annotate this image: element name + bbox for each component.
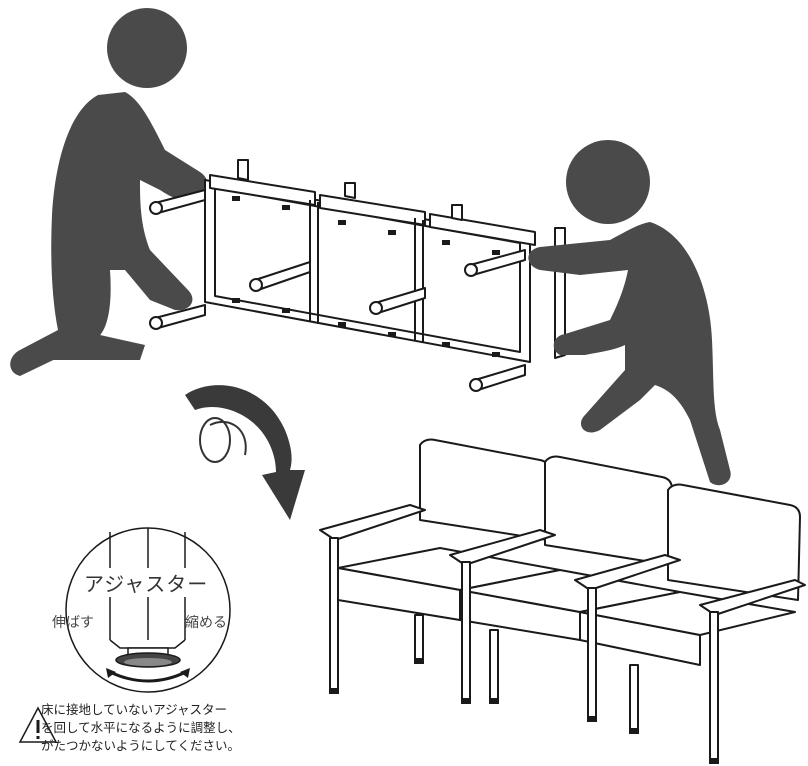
bench-leg-caps (329, 658, 719, 764)
warning-text: 床に接地していないアジャスター を回して水平になるように調整し、 がたつかないよ… (41, 701, 241, 755)
rotation-arrow-icon (185, 385, 305, 520)
shrink-label: 縮める (185, 612, 227, 632)
adjuster-label: アジャスター (82, 568, 210, 597)
bench-upside-down (150, 160, 565, 391)
extend-label: 伸ばす (52, 612, 94, 632)
adjuster-detail (66, 528, 230, 692)
warning-line: を回して水平になるように調整し、 (41, 719, 241, 737)
warning-line: 床に接地していないアジャスター (41, 701, 241, 719)
warning-line: がたつかないようにしてください。 (41, 737, 241, 755)
bench-upright (320, 440, 805, 760)
